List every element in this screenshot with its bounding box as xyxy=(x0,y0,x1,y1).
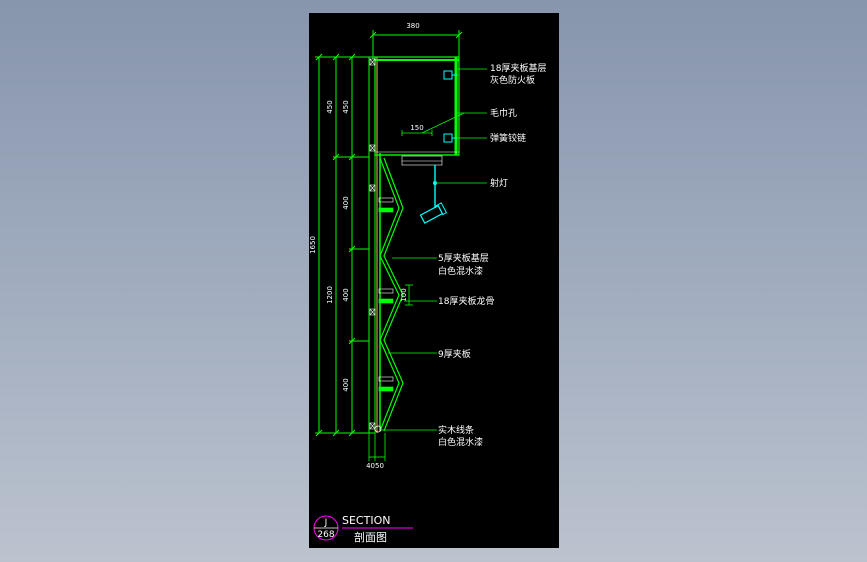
callouts: 18厚夹板基层 灰色防火板 毛巾孔 弹簧铰链 射灯 5厚夹板基层 白色混水漆 1… xyxy=(438,62,546,448)
dim-base-width: 50 xyxy=(375,462,384,470)
title-ref-top: J xyxy=(324,518,328,528)
zigzag-panel: 100 xyxy=(369,157,413,433)
callout-3: 弹簧铰链 xyxy=(490,132,526,144)
dim-left-overall: 1650 xyxy=(309,236,317,254)
dim-base-offset: 40 xyxy=(366,462,375,470)
dim-stud: 100 xyxy=(400,288,408,301)
wall-structure xyxy=(368,56,381,434)
callout-2: 毛巾孔 xyxy=(490,107,517,119)
section-drawing: 380 1650 450 1200 450 400 400 400 xyxy=(309,22,546,544)
callout-8-line2: 白色混水漆 xyxy=(438,436,483,448)
dim-seg-400-c: 400 xyxy=(342,378,350,391)
title-main: SECTION xyxy=(342,514,390,527)
dim-seg-450-b: 450 xyxy=(342,100,350,113)
callout-8-line1: 实木线条 xyxy=(438,424,474,436)
title-block: J 268 SECTION 剖面图 xyxy=(313,514,413,544)
title-sub: 剖面图 xyxy=(354,530,387,544)
cad-viewport[interactable]: 380 1650 450 1200 450 400 400 400 xyxy=(309,13,559,548)
callout-5-line1: 5厚夹板基层 xyxy=(438,252,489,264)
dim-left-mid: 1200 xyxy=(326,286,334,304)
callout-5-line2: 白色混水漆 xyxy=(438,265,483,277)
title-ref-bottom: 268 xyxy=(317,530,334,540)
left-dimensions: 1650 450 1200 450 400 400 400 xyxy=(309,53,369,437)
leader-lines xyxy=(381,68,487,431)
dim-hole-width: 150 xyxy=(410,124,423,132)
callout-4: 射灯 xyxy=(490,177,508,189)
callout-6: 18厚夹板龙骨 xyxy=(438,295,494,307)
upper-cabinet: 150 xyxy=(369,56,460,166)
callout-1-line1: 18厚夹板基层 xyxy=(490,62,546,74)
top-dimension: 380 xyxy=(369,22,463,59)
dim-seg-400-b: 400 xyxy=(342,288,350,301)
callout-7: 9厚夹板 xyxy=(438,348,471,360)
callout-1-line2: 灰色防火板 xyxy=(490,74,535,86)
bottom-dimensions: 40 50 xyxy=(366,433,386,470)
dim-seg-400-a: 400 xyxy=(342,196,350,209)
spotlight xyxy=(419,165,448,224)
dim-seg-450-a: 450 xyxy=(326,100,334,113)
dim-top-width: 380 xyxy=(406,22,419,30)
